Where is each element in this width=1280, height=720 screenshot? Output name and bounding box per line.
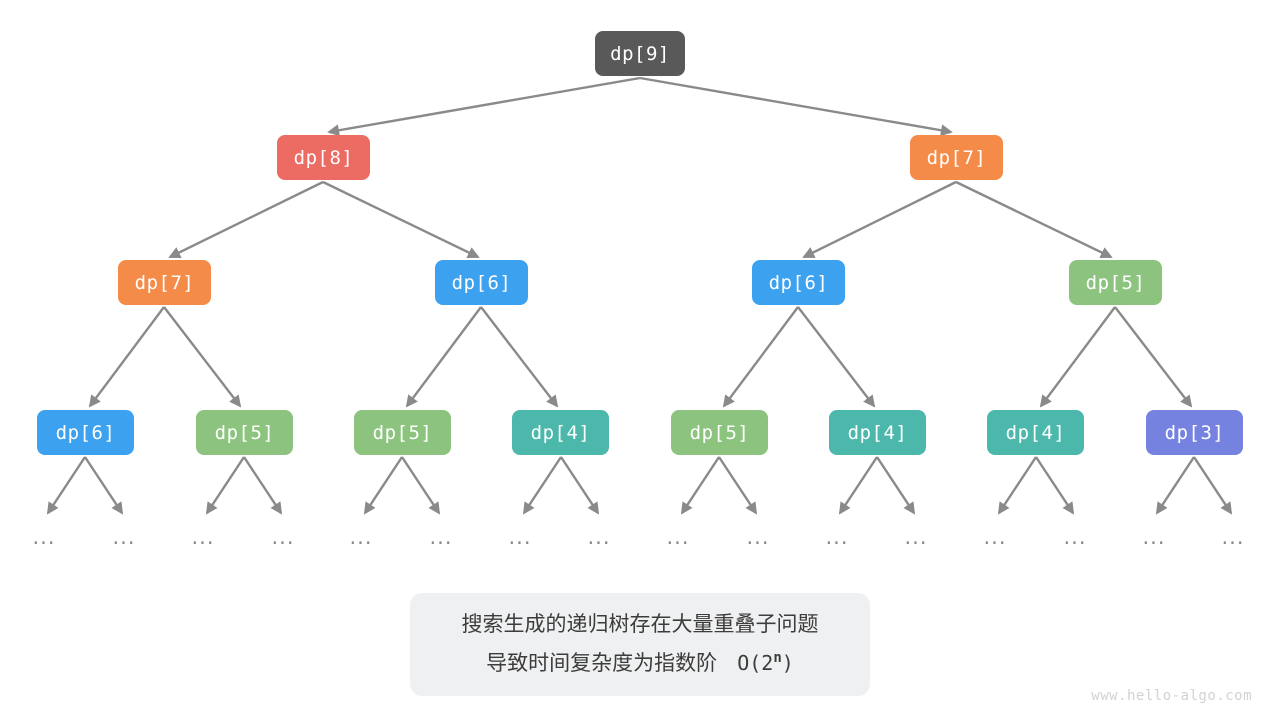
tree-node-l2-1[interactable]: dp[6] <box>435 260 528 305</box>
watermark: www.hello-algo.com <box>1091 688 1252 704</box>
tree-node-l3-4[interactable]: dp[5] <box>671 410 768 455</box>
ellipsis-leaf: ... <box>983 525 1007 549</box>
ellipsis-leaf: ... <box>508 525 532 549</box>
tree-node-label: dp[7] <box>134 271 195 294</box>
tree-node-label: dp[4] <box>530 421 591 444</box>
tree-node-label: dp[3] <box>1164 421 1225 444</box>
tree-node-l2-2[interactable]: dp[6] <box>752 260 845 305</box>
tree-node-l3-1[interactable]: dp[5] <box>196 410 293 455</box>
tree-node-label: dp[9] <box>610 42 670 65</box>
tree-node-l1-0[interactable]: dp[8] <box>277 135 370 180</box>
ellipsis-leaf: ... <box>587 525 611 549</box>
ellipsis-leaf: ... <box>191 525 215 549</box>
ellipsis-leaf: ... <box>666 525 690 549</box>
tree-node-l3-5[interactable]: dp[4] <box>829 410 926 455</box>
tree-node-l3-7[interactable]: dp[3] <box>1146 410 1243 455</box>
caption-line-1: 搜索生成的递归树存在大量重叠子问题 <box>461 612 819 636</box>
caption-line-2: 导致时间复杂度为指数阶 O(2n) <box>410 641 870 680</box>
tree-node-label: dp[7] <box>926 146 987 169</box>
tree-node-label: dp[5] <box>1085 271 1146 294</box>
complexity-close-paren: ) <box>781 651 794 675</box>
tree-node-label: dp[4] <box>847 421 908 444</box>
tree-node-l1-1[interactable]: dp[7] <box>910 135 1003 180</box>
tree-node-l3-3[interactable]: dp[4] <box>512 410 609 455</box>
caption-box: 搜索生成的递归树存在大量重叠子问题 导致时间复杂度为指数阶 O(2n) <box>410 593 870 696</box>
ellipsis-leaf: ... <box>349 525 373 549</box>
tree-node-label: dp[6] <box>55 421 116 444</box>
tree-node-l2-3[interactable]: dp[5] <box>1069 260 1162 305</box>
tree-node-label: dp[6] <box>451 271 512 294</box>
ellipsis-leaf: ... <box>825 525 849 549</box>
tree-node-l2-0[interactable]: dp[7] <box>118 260 211 305</box>
tree-node-l3-2[interactable]: dp[5] <box>354 410 451 455</box>
ellipsis-leaf: ... <box>429 525 453 549</box>
ellipsis-leaf: ... <box>904 525 928 549</box>
complexity-exponent: n <box>773 650 782 666</box>
tree-node-label: dp[8] <box>293 146 354 169</box>
tree-node-label: dp[4] <box>1005 421 1066 444</box>
caption-line-2-text: 导致时间复杂度为指数阶 <box>486 651 718 675</box>
tree-node-label: dp[5] <box>689 421 750 444</box>
ellipsis-leaf: ... <box>32 525 56 549</box>
tree-node-l3-0[interactable]: dp[6] <box>37 410 134 455</box>
tree-node-root[interactable]: dp[9] <box>595 31 685 76</box>
tree-node-label: dp[5] <box>214 421 275 444</box>
tree-node-l3-6[interactable]: dp[4] <box>987 410 1084 455</box>
ellipsis-leaf: ... <box>746 525 770 549</box>
ellipsis-leaf: ... <box>112 525 136 549</box>
ellipsis-leaf: ... <box>1221 525 1245 549</box>
ellipsis-leaf: ... <box>1142 525 1166 549</box>
ellipsis-leaf: ... <box>271 525 295 549</box>
ellipsis-leaf: ... <box>1063 525 1087 549</box>
complexity-base: O(2 <box>737 651 774 675</box>
tree-node-label: dp[6] <box>768 271 829 294</box>
tree-node-label: dp[5] <box>372 421 433 444</box>
